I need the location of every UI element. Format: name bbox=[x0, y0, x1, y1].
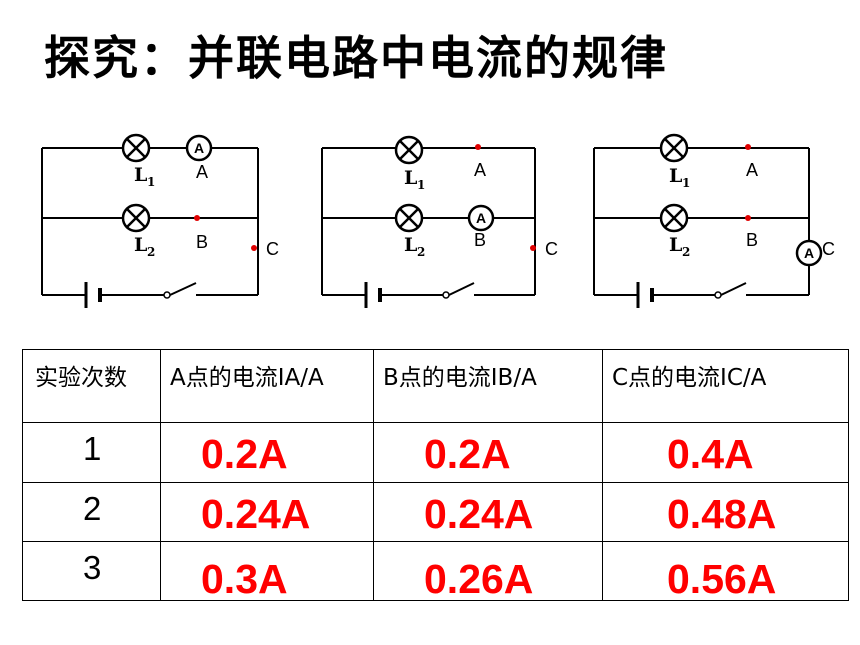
current-ic: 0.4A bbox=[667, 431, 754, 478]
point-label-b: B bbox=[196, 232, 208, 252]
switch-pivot-circuit-1 bbox=[163, 291, 171, 299]
circuit-3 bbox=[593, 147, 810, 308]
table-header-row: 实验次数 A点的电流IA/A B点的电流IB/A C点的电流IC/A bbox=[22, 348, 849, 424]
current-ib: 0.24A bbox=[424, 490, 534, 537]
circuit-1 bbox=[41, 147, 259, 308]
lamp-label-sub1: 1 bbox=[147, 175, 155, 189]
lamp-l2-circuit-3 bbox=[659, 203, 689, 233]
current-ic: 0.56A bbox=[667, 555, 777, 602]
data-table: 实验次数 A点的电流IA/A B点的电流IB/A C点的电流IC/A 1 0.2… bbox=[22, 348, 849, 602]
lamp-label-l2: L bbox=[669, 234, 682, 256]
ammeter-label: A bbox=[804, 245, 814, 261]
point-label-b: B bbox=[746, 230, 758, 250]
lamp-label-sub1: 1 bbox=[682, 176, 690, 190]
lamp-label-sub2: 2 bbox=[147, 245, 155, 259]
header-cell: A点的电流IA/A bbox=[160, 348, 374, 424]
header-ic: C点的电流IC/A bbox=[612, 365, 767, 391]
ammeter-label: A bbox=[194, 140, 204, 156]
lamp-l1-circuit-2 bbox=[394, 135, 424, 165]
current-ib: 0.2A bbox=[424, 431, 511, 478]
header-cell: 实验次数 bbox=[22, 348, 161, 424]
lamp-label-sub1: 1 bbox=[417, 178, 425, 192]
table-cell: 0.48A bbox=[602, 481, 849, 542]
table-cell: 0.24A bbox=[160, 481, 374, 542]
switch-pivot-circuit-3 bbox=[714, 291, 722, 299]
point-dot-b bbox=[194, 215, 200, 221]
table-cell: 3 bbox=[22, 540, 161, 602]
point-label-c: C bbox=[822, 239, 835, 259]
current-ia: 0.24A bbox=[201, 490, 311, 537]
table-cell: 0.3A bbox=[160, 540, 374, 602]
header-ia: A点的电流IA/A bbox=[170, 365, 324, 391]
table-cell: 0.4A bbox=[602, 422, 849, 483]
header-ib: B点的电流IB/A bbox=[383, 365, 537, 391]
point-label-a: A bbox=[474, 160, 486, 180]
table-cell: 0.2A bbox=[373, 422, 603, 483]
lamp-label-l1: L bbox=[404, 167, 417, 189]
point-label-a: A bbox=[196, 162, 208, 182]
point-dot-c bbox=[251, 245, 257, 251]
current-ia: 0.2A bbox=[201, 431, 288, 478]
trial-number: 2 bbox=[83, 489, 102, 527]
lamp-l2-circuit-1 bbox=[121, 203, 151, 233]
page-title: 探究：并联电路中电流的规律 bbox=[44, 31, 668, 85]
trial-number: 1 bbox=[83, 430, 102, 468]
header-trial: 实验次数 bbox=[35, 365, 127, 391]
current-ib: 0.26A bbox=[424, 555, 534, 602]
table-cell: 2 bbox=[22, 481, 161, 542]
table-row: 2 0.24A 0.24A 0.48A bbox=[22, 481, 849, 542]
point-dot-b bbox=[745, 215, 751, 221]
circuit-2 bbox=[321, 147, 536, 308]
point-label-c: C bbox=[266, 239, 279, 259]
point-dot-c bbox=[530, 245, 536, 251]
lamp-label-sub2: 2 bbox=[417, 245, 425, 259]
switch-pivot-circuit-2 bbox=[442, 291, 450, 299]
header-cell: B点的电流IB/A bbox=[373, 348, 603, 424]
table-row: 3 0.3A 0.26A 0.56A bbox=[22, 540, 849, 602]
lamp-l2-circuit-2 bbox=[394, 203, 424, 233]
table-cell: 0.2A bbox=[160, 422, 374, 483]
lamp-l1-circuit-1 bbox=[121, 133, 151, 163]
table-row: 1 0.2A 0.2A 0.4A bbox=[22, 422, 849, 483]
current-ia: 0.3A bbox=[201, 555, 288, 602]
header-cell: C点的电流IC/A bbox=[602, 348, 849, 424]
point-label-b: B bbox=[474, 230, 486, 250]
lamp-label-l2: L bbox=[134, 234, 147, 256]
lamp-label-l1: L bbox=[669, 165, 682, 187]
point-label-a: A bbox=[746, 160, 758, 180]
table-cell: 1 bbox=[22, 422, 161, 483]
ammeter-label: A bbox=[476, 210, 486, 226]
table-cell: 0.56A bbox=[602, 540, 849, 602]
lamp-label-l1: L bbox=[134, 164, 147, 186]
point-label-c: C bbox=[545, 239, 558, 259]
point-dot-a bbox=[745, 144, 751, 150]
current-ic: 0.48A bbox=[667, 490, 777, 537]
table-cell: 0.24A bbox=[373, 481, 603, 542]
table-cell: 0.26A bbox=[373, 540, 603, 602]
lamp-label-sub2: 2 bbox=[682, 245, 690, 259]
trial-number: 3 bbox=[83, 548, 102, 586]
circuit-diagrams: A L 1 L 2 A B C A L 1 L 2 A B C bbox=[41, 133, 835, 308]
point-dot-a bbox=[475, 144, 481, 150]
lamp-l1-circuit-3 bbox=[659, 133, 689, 163]
lamp-label-l2: L bbox=[404, 234, 417, 256]
